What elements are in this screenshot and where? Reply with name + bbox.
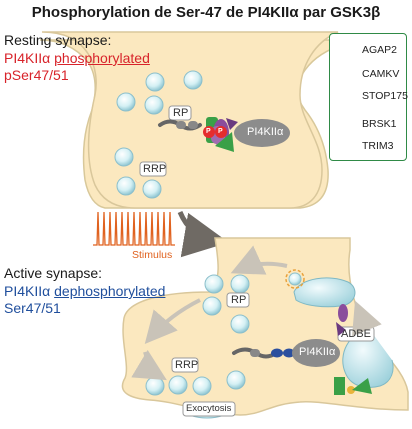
active-site: Ser47/51 bbox=[4, 300, 61, 316]
legend-label-brsk1: BRSK1 bbox=[362, 118, 397, 130]
rp-label-box bbox=[168, 105, 192, 121]
active-heading: Active synapse: bbox=[4, 265, 103, 281]
active-protein: PI4KIIα bbox=[4, 283, 55, 299]
adbe-membrane bbox=[342, 329, 394, 388]
resting-protein: PI4KIIα bbox=[4, 50, 55, 66]
active-state: dephosphorylated bbox=[54, 283, 166, 299]
legend-label-camkv: CAMKV bbox=[362, 68, 400, 80]
rp-label: RP bbox=[173, 107, 189, 119]
adbe-label: ADBE bbox=[341, 328, 371, 340]
legend-label-stop175: STOP175 bbox=[362, 90, 408, 102]
active-line-1: PI4KIIα dephosphorylated bbox=[4, 284, 165, 298]
legend bbox=[329, 33, 407, 161]
rrp-label-box-active bbox=[171, 357, 199, 373]
legend-label-trim3: TRIM3 bbox=[362, 140, 394, 152]
active-vesicles bbox=[145, 274, 250, 396]
rrp-label-box bbox=[139, 161, 167, 177]
resting-line-1: PI4KIIα phosphorylated bbox=[4, 51, 150, 65]
figure-title: Phosphorylation de Ser-47 de PI4KIIα par… bbox=[31, 4, 381, 21]
rp-label-box-active bbox=[226, 292, 250, 308]
rp-label-active: RP bbox=[231, 294, 247, 306]
active-pi4k-complex bbox=[232, 304, 348, 367]
resting-heading: Resting synapse: bbox=[4, 32, 112, 48]
resting-state: phosphorylated bbox=[54, 50, 150, 66]
legend-label-agap2: AGAP2 bbox=[362, 44, 398, 56]
pi4k-label-active: PI4KIIα bbox=[299, 346, 336, 358]
rrp-label-active: RRP bbox=[175, 359, 199, 371]
stimulus-label: Stimulus bbox=[132, 249, 173, 261]
transition-arrow bbox=[177, 210, 229, 258]
adbe-neck bbox=[347, 386, 355, 394]
endosome bbox=[293, 277, 356, 308]
cycle-arrows bbox=[131, 245, 382, 381]
exocytosis-label-box bbox=[182, 401, 236, 417]
phospho-label-1: P bbox=[206, 128, 211, 135]
resting-vesicles bbox=[114, 70, 203, 199]
active-agap2 bbox=[334, 377, 345, 395]
active-camkv bbox=[352, 378, 372, 394]
phospho-label-2: P bbox=[218, 128, 223, 135]
pi4k-label-resting: PI4KIIα bbox=[247, 126, 284, 138]
rrp-label: RRP bbox=[143, 163, 167, 175]
resting-site: pSer47/51 bbox=[4, 67, 69, 83]
budding-vesicle bbox=[285, 269, 305, 289]
resting-pi4k-complex bbox=[158, 117, 290, 152]
stimulus-spikes bbox=[93, 211, 175, 246]
exocytosis-label: Exocytosis bbox=[186, 403, 232, 414]
